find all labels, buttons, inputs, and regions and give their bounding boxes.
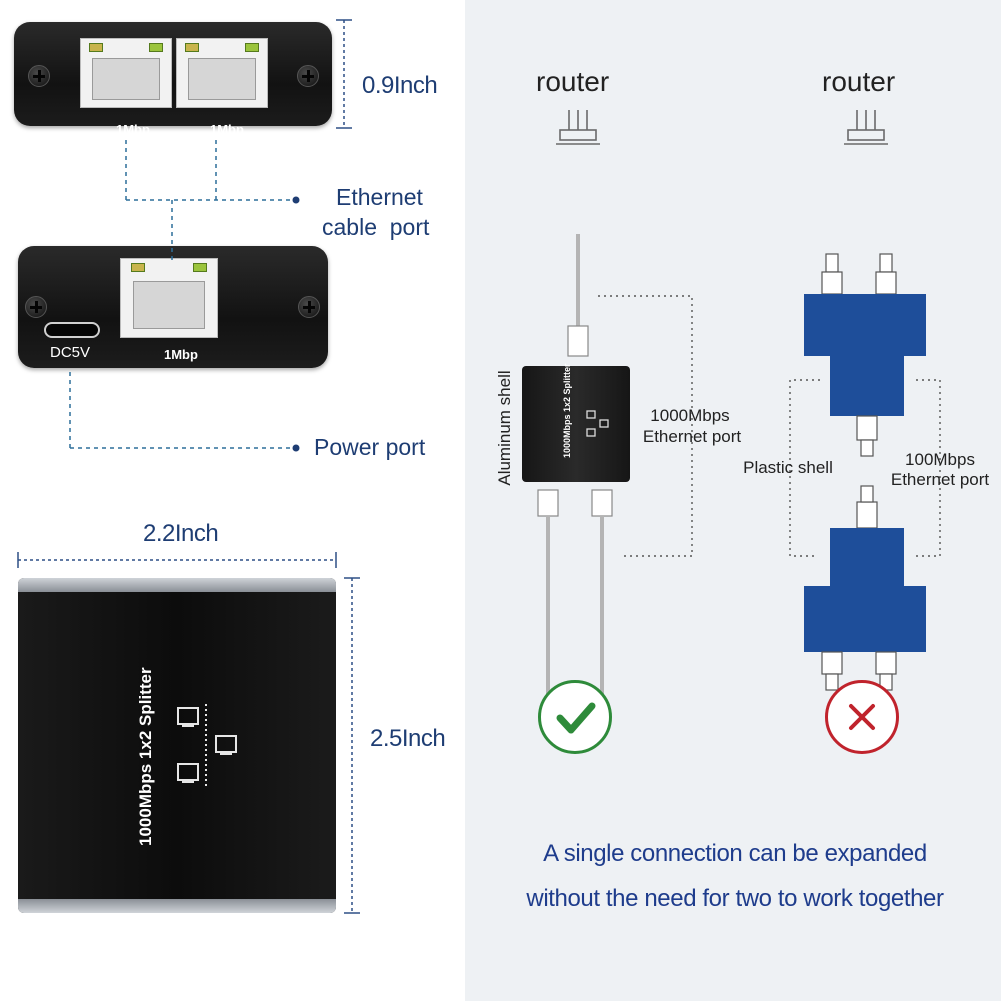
ethernet-port-callout-line2: cable port bbox=[322, 214, 430, 240]
screw-icon bbox=[298, 296, 320, 318]
middle-device-panel: DC5V 1Mbp bbox=[18, 246, 328, 368]
splitter-device-front: 1000Mbps 1x2 Splitter bbox=[18, 578, 336, 913]
router-label-right: router bbox=[822, 66, 896, 97]
led-icon bbox=[245, 43, 259, 52]
height-big-dimension: 2.5Inch bbox=[370, 725, 446, 752]
screw-icon bbox=[297, 65, 319, 87]
network-icon bbox=[586, 410, 609, 437]
ethernet-port-callout-line1: Ethernet bbox=[336, 184, 423, 210]
router-icon bbox=[556, 110, 600, 145]
router-label-left: router bbox=[536, 66, 610, 97]
aluminum-shell-label: Aluminum shell bbox=[495, 370, 514, 486]
rj45-port-icon bbox=[80, 38, 172, 108]
screw-icon bbox=[25, 296, 47, 318]
splitter-device-label: 1000Mbps 1x2 Splitter bbox=[136, 667, 155, 846]
aluminum-splitter-diagram bbox=[537, 234, 693, 698]
port-speed-label: 1Mbp bbox=[116, 122, 150, 137]
led-icon bbox=[89, 43, 103, 52]
network-icon bbox=[177, 704, 237, 786]
led-icon bbox=[149, 43, 163, 52]
dc-input-label: DC5V bbox=[50, 344, 91, 361]
aluminum-splitter-body: 1000Mbps 1x2 Splitter bbox=[522, 363, 630, 482]
rj45-port-icon bbox=[176, 38, 268, 108]
screw-icon bbox=[28, 65, 50, 87]
top-device-panel: 1Mbp 1Mbp bbox=[14, 22, 332, 137]
fast-ethernet-port-label-line2: Ethernet port bbox=[890, 470, 990, 489]
port-speed-label: 1Mbp bbox=[164, 347, 198, 362]
splitter-diagram-label: 1000Mbps 1x2 Splitter bbox=[562, 363, 572, 458]
rj45-port-icon bbox=[120, 258, 218, 338]
led-icon bbox=[193, 263, 207, 272]
fast-ethernet-port-label-line1: 100Mbps bbox=[905, 450, 975, 469]
cross-icon bbox=[825, 680, 899, 754]
left-annotation-lines bbox=[17, 19, 360, 914]
footer-line2: without the need for two to work togethe… bbox=[526, 885, 944, 912]
port-speed-label: 1Mbp bbox=[210, 122, 244, 137]
width-dimension: 2.2Inch bbox=[143, 520, 219, 547]
power-port-callout: Power port bbox=[314, 434, 426, 460]
router-icon bbox=[844, 110, 888, 145]
footer-line1: A single connection can be expanded bbox=[543, 840, 927, 867]
gigabit-port-label-line2: Ethernet port bbox=[642, 427, 742, 446]
plastic-shell-label: Plastic shell bbox=[743, 458, 833, 477]
usb-c-port-icon bbox=[44, 322, 100, 338]
led-icon bbox=[185, 43, 199, 52]
gigabit-port-label-line1: 1000Mbps bbox=[650, 406, 730, 425]
height-small-dimension: 0.9Inch bbox=[362, 72, 438, 99]
check-icon bbox=[538, 680, 612, 754]
plastic-adapter-diagram bbox=[789, 253, 941, 691]
led-icon bbox=[131, 263, 145, 272]
